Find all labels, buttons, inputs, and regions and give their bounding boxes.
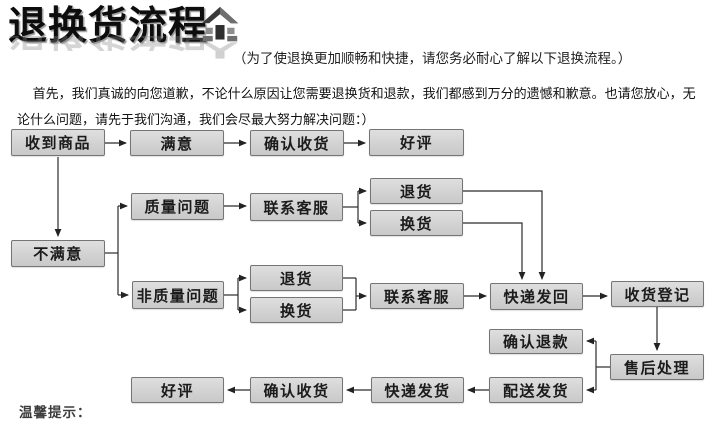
node-exchange-goods-1: 换货 <box>370 210 463 236</box>
intro-paragraph: 首先，我们真诚的向您道歉，不论什么原因让您需要退换货和退款，我们都感到万分的遗憾… <box>17 87 696 128</box>
node-unsatisfied: 不满意 <box>11 240 105 267</box>
node-contact-service-1: 联系客服 <box>250 193 343 221</box>
node-return-goods-2: 退货 <box>250 265 343 291</box>
node-after-sale-processing: 售后处理 <box>610 354 704 380</box>
node-receive-goods: 收到商品 <box>11 129 105 156</box>
node-express-return: 快递发回 <box>490 283 583 310</box>
warm-tip-label: 温馨提示： <box>19 405 92 421</box>
node-good-review-2: 好评 <box>131 377 224 403</box>
header-subtitle: （为了使退换更加顺畅和快捷，请您务必耐心了解以下退换流程。） <box>233 51 632 67</box>
page-title-reflection: 退换货流程 <box>8 36 208 51</box>
node-exchange-goods-2: 换货 <box>250 297 343 323</box>
page-title: 退换货流程 <box>8 4 209 49</box>
node-dispatch-goods: 配送发货 <box>489 377 583 403</box>
node-non-quality-issue: 非质量问题 <box>132 281 224 309</box>
node-express-delivery: 快递发货 <box>371 377 464 403</box>
node-confirm-receipt-2: 确认收货 <box>250 377 343 403</box>
node-satisfied: 满意 <box>130 130 224 156</box>
node-return-goods-1: 退货 <box>370 178 463 204</box>
node-receipt-registration: 收货登记 <box>611 281 704 307</box>
node-quality-issue: 质量问题 <box>131 193 224 220</box>
node-confirm-receipt-1: 确认收货 <box>250 130 344 156</box>
node-good-review-1: 好评 <box>369 129 464 156</box>
house-up-arrow-icon <box>201 6 239 59</box>
node-contact-service-2: 联系客服 <box>370 283 464 309</box>
node-confirm-refund: 确认退款 <box>489 329 583 354</box>
